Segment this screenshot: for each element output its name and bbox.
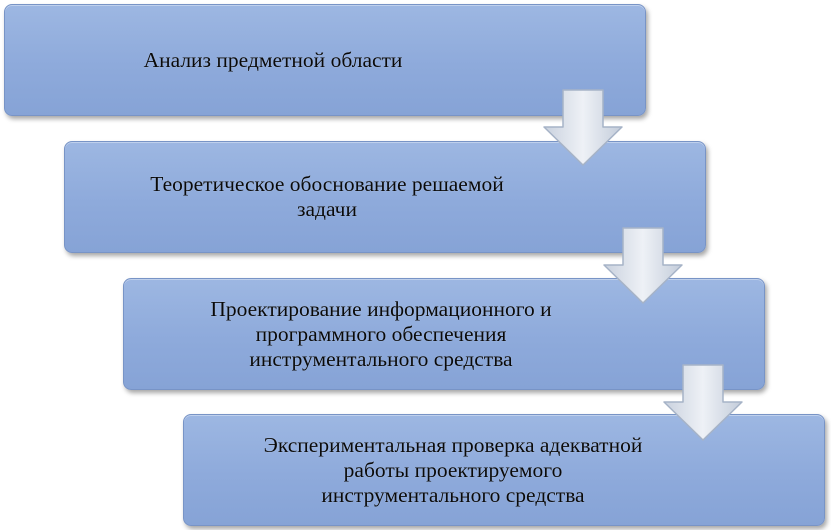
process-step-4-label: Экспериментальная проверка адекватной ра… (263, 432, 643, 507)
process-step-3-label: Проектирование информационного и програм… (210, 296, 552, 371)
arrow-down-icon (603, 227, 683, 304)
arrow-down-icon (663, 364, 743, 441)
process-step-3: Проектирование информационного и програм… (123, 278, 765, 390)
process-step-2: Теоретическое обоснование решаемой задач… (64, 141, 706, 253)
process-step-2-label: Теоретическое обоснование решаемой задач… (150, 172, 504, 221)
process-step-1: Анализ предметной области (4, 4, 646, 116)
process-step-4: Экспериментальная проверка адекватной ра… (183, 414, 825, 526)
arrow-down-icon (543, 89, 623, 166)
process-step-1-label: Анализ предметной области (143, 47, 403, 72)
